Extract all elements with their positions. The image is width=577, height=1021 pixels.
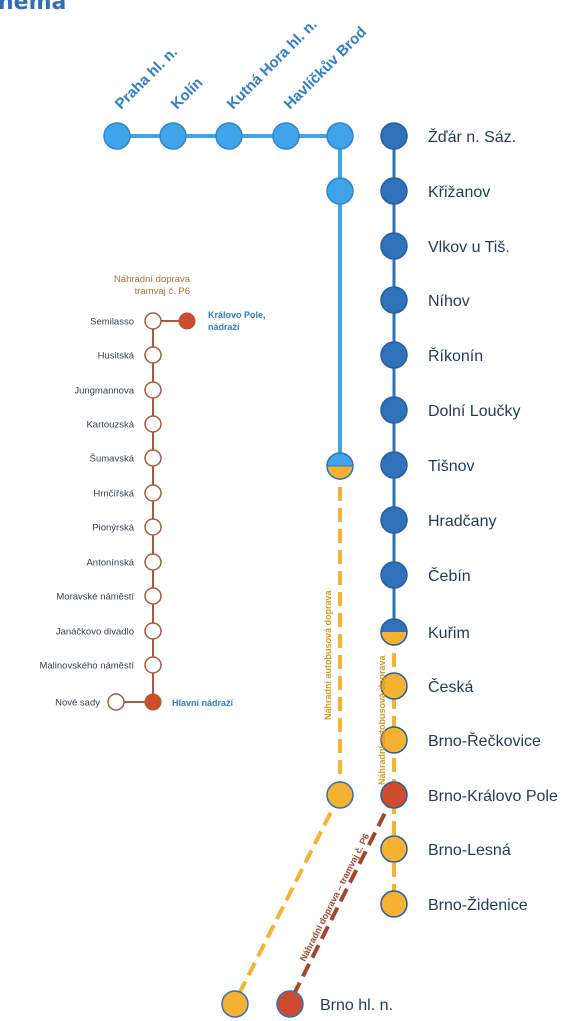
main-station-dot <box>380 672 408 700</box>
bus-station-dot <box>326 781 354 809</box>
hlavni-nadrazi-label: Hlavní nádraží <box>172 698 234 708</box>
tram-stop-dot <box>144 449 162 467</box>
main-station-dot <box>380 890 408 918</box>
brno-hl-n-tram-dot <box>276 990 304 1018</box>
tram-stop-label: Husitská <box>98 351 135 362</box>
tram-line <box>288 794 396 1003</box>
tram-stop-dot <box>144 656 162 674</box>
tram-box-title-2: tramvaj č. P6 <box>135 286 190 297</box>
main-station-label: Vlkov u Tiš. <box>428 239 510 256</box>
main-station-dot <box>380 781 408 809</box>
tram-stop-label: Moravské náměstí <box>56 592 134 603</box>
brno-hl-n-bus-dot <box>221 990 249 1018</box>
top-station-dot <box>159 122 187 150</box>
main-station-dot <box>380 232 408 260</box>
main-station-label: Hradčany <box>428 513 496 530</box>
tram-stop-dot <box>144 518 162 536</box>
main-station-label: Kuřim <box>428 625 470 642</box>
tram-stop-dot <box>144 484 162 502</box>
main-station-label: Dolní Loučky <box>428 403 521 420</box>
tram-stop-label: Jungmannova <box>74 386 134 397</box>
main-station-dot <box>380 396 408 424</box>
half-station-dot <box>380 618 408 646</box>
tram-stop-dot <box>144 381 162 399</box>
tram-stop-dot <box>144 553 162 571</box>
tram-stop-dot <box>144 346 162 364</box>
main-station-label: Brno-Řečkovice <box>428 731 541 750</box>
tram-stop-dot <box>144 622 162 640</box>
main-station-dot <box>380 561 408 589</box>
tram-stop-dot <box>144 587 162 605</box>
main-station-label: Křižanov <box>428 184 490 201</box>
kralovo-pole-label-1: Královo Pole, <box>208 310 266 320</box>
page-title: hema <box>0 0 67 15</box>
tram-stop-dot <box>107 693 125 711</box>
tram-stop-label: Malinovského náměstí <box>39 661 134 672</box>
main-station-label: Česká <box>428 677 473 696</box>
tram-stop-label: Kartouzská <box>86 420 134 431</box>
tram-stop-label: Antonínská <box>86 558 134 569</box>
tram-stop-dot <box>144 312 162 330</box>
main-station-dot <box>380 835 408 863</box>
half-station-dot <box>326 452 354 480</box>
tram-stop-label: Semilasso <box>90 317 134 328</box>
bus-label-1: Náhradní autobusová doprava <box>323 589 333 720</box>
top-station-dot <box>272 122 300 150</box>
tram-stop-label: Janáčkovo divadlo <box>56 627 134 638</box>
bus-label-2: Náhradní autobusová doprava <box>377 654 387 785</box>
main-station-label: Žďár n. Sáz. <box>428 127 516 146</box>
kralovo-pole-label-2: nádraží <box>208 322 240 332</box>
main-station-label: Brno-Židenice <box>428 895 528 914</box>
main-station-dot <box>380 177 408 205</box>
main-station-label: Brno-Královo Pole <box>428 788 558 805</box>
main-station-label: Brno-Lesná <box>428 842 511 859</box>
main-station-label: Říkonín <box>428 346 483 365</box>
main-station-dot <box>380 506 408 534</box>
tram-stop-label: Šumavská <box>90 454 135 465</box>
tram-stop-dot <box>144 415 162 433</box>
tram-box-title-1: Náhradní doprava <box>114 274 191 285</box>
kralovo-pole-dot <box>178 312 196 330</box>
top-station-label: Kolín <box>168 74 207 113</box>
brno-hl-n-label: Brno hl. n. <box>320 997 393 1014</box>
top-station-dot <box>103 122 131 150</box>
tram-stop-label: Pionýrská <box>92 523 134 534</box>
main-station-label: Čebín <box>428 566 471 585</box>
top-station-dot <box>215 122 243 150</box>
main-station-dot <box>380 451 408 479</box>
main-station-dot <box>380 122 408 150</box>
hlavni-nadrazi-dot <box>144 693 162 711</box>
tram-stops: SemilassoHusitskáJungmannovaKartouzskáŠu… <box>39 312 162 711</box>
bus-line-1 <box>233 466 342 1003</box>
station-dot <box>326 177 354 205</box>
main-station-dot <box>380 286 408 314</box>
main-station-dot <box>380 726 408 754</box>
main-station-label: Níhov <box>428 293 470 310</box>
tram-stop-label: Hrnčířská <box>93 489 134 500</box>
main-station-dot <box>380 341 408 369</box>
top-station-dot <box>326 122 354 150</box>
main-station-label: Tišnov <box>428 458 475 475</box>
tram-box-line <box>116 320 187 703</box>
tram-stop-label: Nové sady <box>55 698 100 709</box>
